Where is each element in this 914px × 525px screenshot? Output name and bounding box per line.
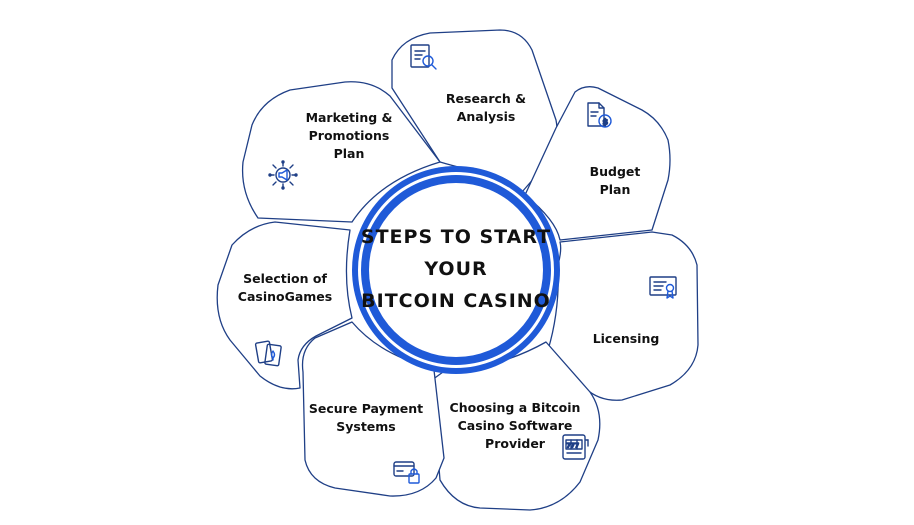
petal-payment [301,321,445,497]
center-title-line3: BITCOIN CASINO [361,290,551,312]
certificate-icon [648,272,678,302]
playing-cards-icon [254,338,284,368]
megaphone-network-icon [268,160,298,190]
center-title: STEPS TO START YOUR BITCOIN CASINO [360,221,552,317]
step-marketing-label: Marketing & Promotions Plan [305,110,393,161]
petal-games [216,221,353,390]
center-title-line2: YOUR [424,258,488,280]
step-payment-label: Secure Payment Systems [308,401,424,434]
svg-text:777: 777 [567,443,580,450]
svg-text:$: $ [603,118,609,127]
petal-budget [524,86,671,241]
step-budget-label: Budget Plan [589,164,641,197]
research-document-search-icon [408,42,438,72]
step-software-label: Choosing a Bitcoin Casino Software Provi… [449,400,581,451]
petal-licensing [547,231,699,401]
step-research-label: Research & Analysis [445,91,527,124]
card-lock-icon [392,456,422,486]
slot-machine-icon: 777 [560,432,590,462]
budget-document-dollar-icon: $ [584,100,614,130]
ring-center [369,183,543,357]
center-title-line1: STEPS TO START [360,226,552,248]
step-licensing-label: Licensing [592,331,660,346]
petal-marketing [241,81,441,223]
step-games-label: Selection of CasinoGames [237,271,333,304]
